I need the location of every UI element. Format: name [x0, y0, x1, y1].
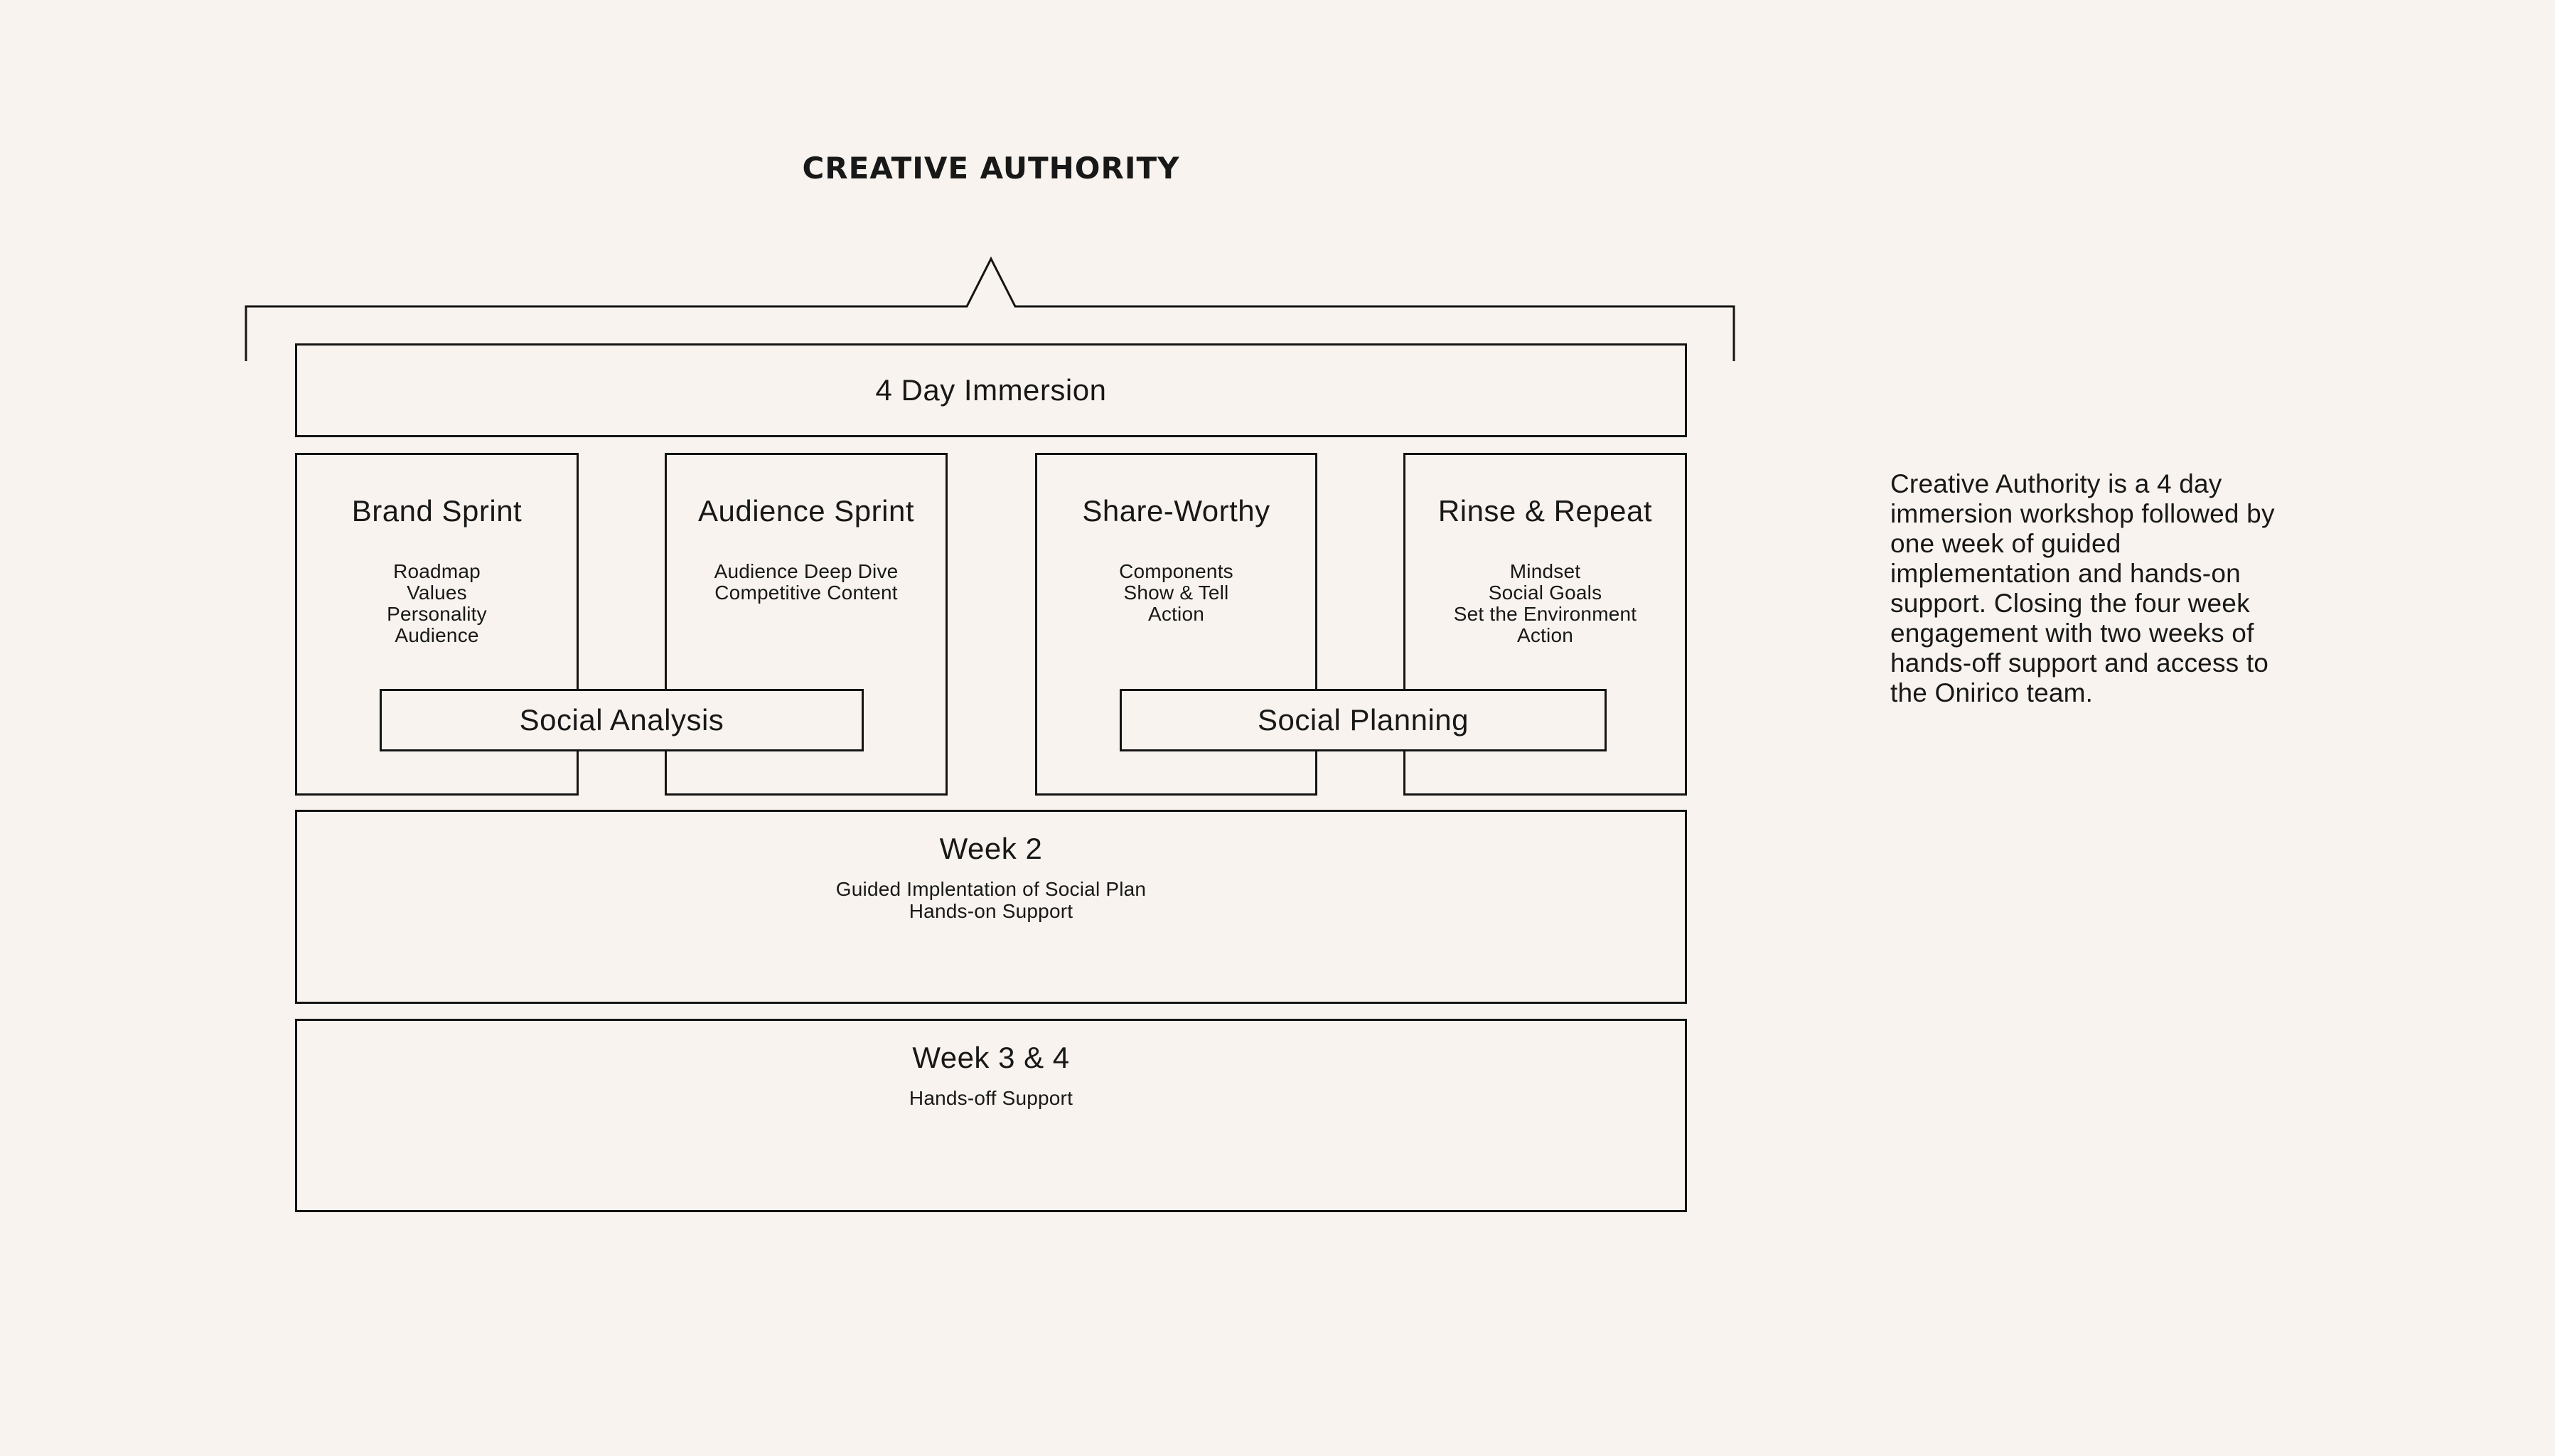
- list-item: Set the Environment: [1453, 603, 1637, 625]
- week-title: Week 2: [939, 832, 1043, 865]
- list-item: Competitive Content: [714, 582, 898, 604]
- list-item: Components: [1119, 560, 1233, 582]
- list-item: Hands-off Support: [909, 1087, 1073, 1109]
- sprint-title: Audience Sprint: [697, 494, 915, 528]
- social-planning-label: Social Planning: [1257, 703, 1469, 737]
- immersion-box: 4 Day Immersion: [295, 343, 1687, 437]
- program-description: Creative Authority is a 4 day immersion …: [1890, 469, 2275, 707]
- list-item: Show & Tell: [1123, 582, 1229, 604]
- sprint-title: Brand Sprint: [351, 494, 523, 528]
- week-title: Week 3 & 4: [912, 1041, 1070, 1074]
- list-item: Action: [1516, 624, 1574, 646]
- list-item: Mindset: [1509, 560, 1581, 582]
- social-planning-box: Social Planning: [1120, 689, 1607, 751]
- immersion-box-label: 4 Day Immersion: [875, 373, 1107, 407]
- list-item: Audience Deep Dive: [714, 560, 899, 582]
- page-title: CREATIVE AUTHORITY: [802, 151, 1180, 186]
- list-item: Action: [1147, 603, 1205, 625]
- social-analysis-box: Social Analysis: [380, 689, 864, 751]
- sprint-title: Share-Worthy: [1082, 494, 1270, 528]
- list-item: Values: [407, 582, 467, 604]
- week-3-4-box: Week 3 & 4 Hands-off Support: [295, 1019, 1687, 1212]
- list-item: Hands-on Support: [909, 900, 1073, 922]
- social-analysis-label: Social Analysis: [519, 703, 724, 737]
- list-item: Social Goals: [1488, 582, 1602, 604]
- list-item: Audience: [395, 624, 479, 646]
- list-item: Roadmap: [393, 560, 481, 582]
- list-item: Personality: [387, 603, 487, 625]
- week-item-list: Hands-off Support: [297, 1087, 1685, 1109]
- sprint-title: Rinse & Repeat: [1437, 494, 1653, 528]
- week-2-box: Week 2 Guided Implentation of Social Pla…: [295, 810, 1687, 1004]
- list-item: Guided Implentation of Social Plan: [835, 878, 1147, 900]
